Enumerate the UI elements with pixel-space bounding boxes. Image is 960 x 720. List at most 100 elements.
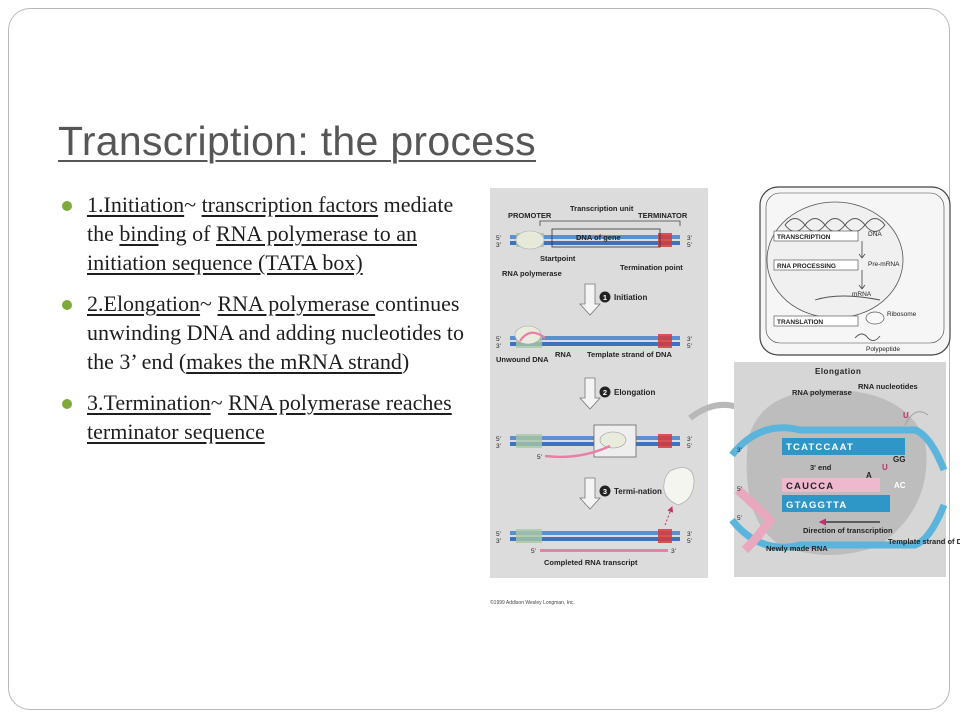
cell-transcription-label: TRANSCRIPTION — [777, 234, 831, 241]
three-prime-label: 3' — [687, 531, 692, 538]
run-text: ~ — [184, 192, 202, 217]
cell-overview — [759, 186, 951, 356]
cell-translation-label: TRANSLATION — [777, 319, 823, 326]
five-prime-label: 5' — [687, 242, 692, 249]
run-text: RNA polymerase reaches terminator sequen… — [87, 390, 452, 444]
run-text: transcription factors — [201, 192, 379, 217]
run-text: RNA polymerase — [217, 291, 376, 316]
dna-elongating — [510, 424, 680, 459]
nucleotides-ac: AC — [894, 481, 906, 490]
slide-frame — [8, 8, 950, 710]
cell-rna-processing-label: RNA PROCESSING — [777, 263, 836, 270]
three-prime-label: 3' — [496, 443, 501, 450]
three-prime-label: 3' — [496, 343, 501, 350]
termination-point-label: Termination point — [620, 263, 683, 272]
dna-of-gene-label: DNA of gene — [576, 233, 621, 242]
rna-label: RNA — [555, 350, 572, 359]
bullet-dot-icon — [62, 399, 72, 409]
bullet-termination: 3.Termination~ RNA polymerase reaches te… — [62, 388, 472, 446]
cell-dna-label: DNA — [868, 231, 882, 238]
bullet-initiation: 1.Initiation~ transcription factors medi… — [62, 190, 472, 277]
step-number: 2 — [603, 388, 607, 397]
run-text: ~ — [210, 390, 229, 415]
run-text: RNA polymerase to an initiation sequence… — [87, 221, 417, 275]
five-prime-label: 5' — [496, 235, 501, 242]
run-text: ) — [401, 349, 410, 374]
three-prime-label: 3' — [687, 436, 692, 443]
down-arrow-icon — [579, 377, 601, 410]
transcription-unit-label: Transcription unit — [570, 204, 634, 213]
step-label-initiation: Initiation — [614, 293, 647, 302]
transcription-unit-bracket — [539, 220, 681, 226]
five-prime-label: 5' — [496, 436, 501, 443]
completed-transcript-label: Completed RNA transcript — [544, 558, 638, 567]
elongation-rna-polymerase-label: RNA polymerase — [792, 388, 852, 397]
five-prime-label: 5' — [687, 343, 692, 350]
three-prime-label: 3' — [687, 235, 692, 242]
five-prime-label: 5' — [496, 336, 501, 343]
three-prime-label: 3' — [496, 242, 501, 249]
step-number: 1 — [603, 293, 607, 302]
run-text: ~ — [200, 291, 218, 316]
bullet-dot-icon — [62, 300, 72, 310]
direction-of-transcription-label: Direction of transcription — [803, 526, 893, 535]
step-number-icon — [599, 291, 611, 303]
five-prime-label: 5' — [737, 486, 742, 493]
bullet-dot-icon — [62, 201, 72, 211]
startpoint-label: Startpoint — [540, 254, 576, 263]
rna-polymerase-shape — [515, 230, 545, 250]
template-strand-dna-label: Template strand of DNA — [888, 537, 960, 546]
three-prime-label: 3' — [737, 447, 742, 454]
rna-polymerase-label: RNA polymerase — [502, 269, 562, 278]
five-prime-label: 5' — [531, 548, 536, 555]
rna-nucleotides-label: RNA nucleotides — [858, 382, 918, 391]
bottom-strand-sequence: GTAGGTTA — [786, 500, 848, 511]
rna-strand-sequence: CAUCCA — [786, 481, 834, 492]
terminator-label: TERMINATOR — [638, 211, 688, 220]
cell-ribosome-label: Ribosome — [887, 311, 917, 318]
five-prime-label: 5' — [687, 443, 692, 450]
step-number-icon — [599, 485, 611, 497]
three-prime-label: 3' — [671, 548, 676, 555]
step-number: 3 — [603, 487, 607, 496]
top-strand-sequence: TCATCCAAT — [786, 442, 854, 453]
elongation-title: Elongation — [815, 367, 861, 376]
nucleotide-a: A — [866, 471, 872, 480]
nucleotide-u: U — [903, 411, 909, 420]
copyright-text: ©1999 Addison Wesley Longman, Inc. — [490, 599, 575, 606]
run-text: 1.Initiation — [87, 192, 185, 217]
step-label-elongation: Elongation — [614, 388, 655, 397]
slide-title: Transcription: the process — [58, 118, 536, 164]
three-prime-label: 3' — [496, 538, 501, 545]
run-text: continues unwinding DNA and adding nucle… — [87, 291, 465, 374]
released-polymerase-shape — [663, 467, 695, 506]
newly-made-rna-label: Newly made RNA — [766, 544, 828, 553]
bullet-list: 1.Initiation~ transcription factors medi… — [62, 190, 472, 458]
down-arrow-icon — [579, 283, 601, 316]
five-prime-label: 5' — [537, 454, 542, 461]
dna-terminated — [510, 529, 680, 552]
cell-polypeptide-label: Polypeptide — [866, 346, 900, 353]
cell-mrna-label: mRNA — [852, 291, 872, 298]
run-text: mediate the — [87, 192, 454, 246]
template-strand-label: Template strand of DNA — [587, 350, 672, 359]
nucleotide-u: U — [882, 463, 888, 472]
three-prime-end-label: 3' end — [810, 463, 832, 472]
run-text: ing of — [158, 221, 216, 246]
five-prime-label: 5' — [496, 531, 501, 538]
bullet-elongation: 2.Elongation~ RNA polymerase continues u… — [62, 289, 472, 376]
transcription-steps-panel — [490, 188, 708, 578]
nucleotides-gg: GG — [893, 455, 905, 464]
dna-unwound — [510, 325, 680, 348]
promoter-label: PROMOTER — [508, 211, 552, 220]
unwound-dna-label: Unwound DNA — [496, 355, 549, 364]
release-arrow — [664, 506, 673, 526]
three-prime-label: 3' — [687, 336, 692, 343]
cell-pre-mrna-label: Pre-mRNA — [868, 261, 900, 268]
five-prime-label: 5' — [737, 515, 742, 522]
run-text: 2.Elongation — [87, 291, 201, 316]
run-text: 3.Termination — [87, 390, 211, 415]
step-label-termination: Termi-nation — [614, 487, 662, 496]
down-arrow-icon — [579, 477, 601, 510]
